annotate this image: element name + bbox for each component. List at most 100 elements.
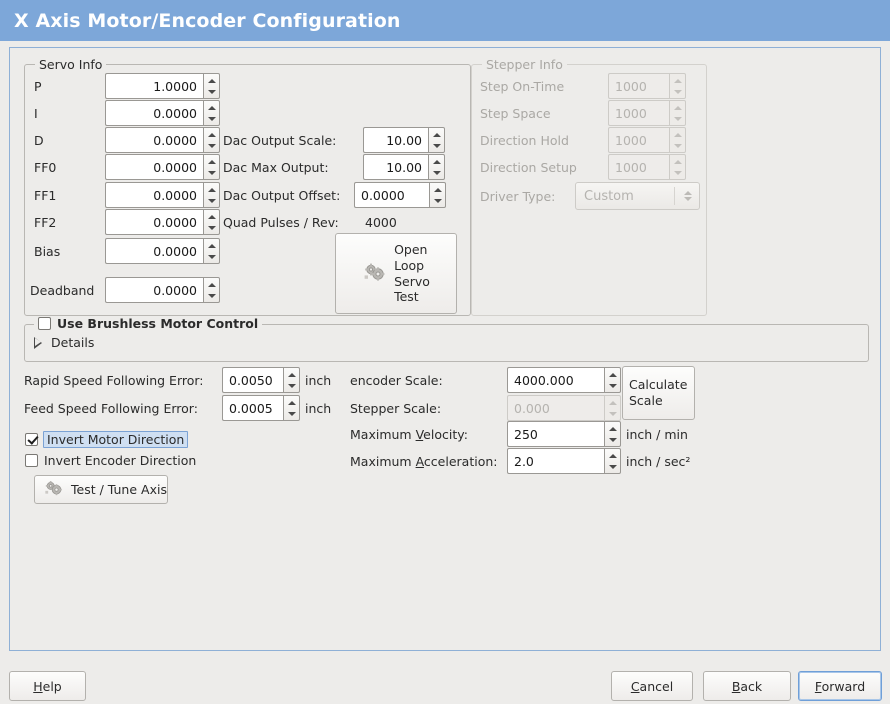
spin-up-icon[interactable]	[207, 78, 216, 83]
spin-down-icon[interactable]	[207, 293, 216, 298]
dac-output-offset-stepper[interactable]	[429, 182, 446, 208]
spin-down-icon[interactable]	[673, 89, 682, 94]
maximum-velocity-input[interactable]: 250	[507, 421, 621, 447]
help-button[interactable]: Help	[9, 671, 86, 701]
spin-down-icon[interactable]	[207, 170, 216, 175]
checkbox-box[interactable]	[25, 433, 38, 446]
spin-down-icon[interactable]	[207, 225, 216, 230]
direction-setup-value[interactable]: 1000	[608, 154, 669, 180]
servo-input-ff1-stepper[interactable]	[203, 182, 220, 208]
maximum-acceleration-input[interactable]: 2.0	[507, 448, 621, 474]
dac-max-output-input[interactable]: 10.00	[363, 154, 445, 180]
spin-down-icon[interactable]	[608, 383, 617, 388]
step-on-time-value[interactable]: 1000	[608, 73, 669, 99]
spin-up-icon[interactable]	[207, 187, 216, 192]
servo-input-deadband[interactable]: 0.0000	[105, 277, 220, 303]
spin-up-icon[interactable]	[432, 159, 441, 164]
spin-down-icon[interactable]	[673, 170, 682, 175]
spin-up-icon[interactable]	[287, 372, 296, 377]
open-loop-servo-test-button[interactable]: Open Loop Servo Test	[335, 233, 457, 314]
servo-input-bias-value[interactable]: 0.0000	[105, 238, 203, 264]
spin-up-icon[interactable]	[673, 78, 682, 83]
spin-up-icon[interactable]	[608, 453, 617, 458]
encoder-scale-value[interactable]: 4000.000	[507, 367, 604, 393]
encoder-scale-input[interactable]: 4000.000	[507, 367, 621, 393]
maximum-acceleration-stepper[interactable]	[604, 448, 621, 474]
stepper-scale-value[interactable]: 0.000	[507, 395, 604, 421]
spin-up-icon[interactable]	[433, 187, 442, 192]
driver-type-select[interactable]: Custom	[575, 182, 700, 210]
spin-up-icon[interactable]	[673, 159, 682, 164]
maximum-acceleration-value[interactable]: 2.0	[507, 448, 604, 474]
dac-max-output-value[interactable]: 10.00	[363, 154, 428, 180]
servo-input-i[interactable]: 0.0000	[105, 100, 220, 126]
spin-down-icon[interactable]	[608, 437, 617, 442]
checkbox-box[interactable]	[38, 317, 51, 330]
servo-input-ff0-stepper[interactable]	[203, 154, 220, 180]
servo-input-ff0[interactable]: 0.0000	[105, 154, 220, 180]
spin-up-icon[interactable]	[673, 105, 682, 110]
spin-up-icon[interactable]	[207, 159, 216, 164]
spin-down-icon[interactable]	[207, 198, 216, 203]
chevron-right-icon[interactable]	[34, 336, 43, 349]
dac-output-offset-input[interactable]: 0.0000	[354, 182, 446, 208]
spin-up-icon[interactable]	[608, 372, 617, 377]
dac-max-output-stepper[interactable]	[428, 154, 445, 180]
servo-input-p-stepper[interactable]	[203, 73, 220, 99]
spin-down-icon[interactable]	[207, 254, 216, 259]
servo-input-ff1[interactable]: 0.0000	[105, 182, 220, 208]
spin-down-icon[interactable]	[673, 143, 682, 148]
spin-down-icon[interactable]	[287, 411, 296, 416]
servo-input-deadband-stepper[interactable]	[203, 277, 220, 303]
spin-up-icon[interactable]	[287, 400, 296, 405]
rapid-following-error-value[interactable]: 0.0050	[222, 367, 283, 393]
direction-hold-value[interactable]: 1000	[608, 127, 669, 153]
spin-up-icon[interactable]	[608, 426, 617, 431]
calculate-scale-button[interactable]: Calculate Scale	[622, 366, 695, 420]
step-on-time-input[interactable]: 1000	[608, 73, 686, 99]
stepper-scale-input[interactable]: 0.000	[507, 395, 621, 421]
use-brushless-motor-control-checkbox[interactable]: Use Brushless Motor Control	[34, 316, 263, 331]
servo-input-ff2[interactable]: 0.0000	[105, 209, 220, 235]
spin-down-icon[interactable]	[608, 411, 617, 416]
servo-input-ff2-value[interactable]: 0.0000	[105, 209, 203, 235]
maximum-velocity-stepper[interactable]	[604, 421, 621, 447]
stepper-scale-stepper[interactable]	[604, 395, 621, 421]
spin-down-icon[interactable]	[207, 116, 216, 121]
servo-input-ff2-stepper[interactable]	[203, 209, 220, 235]
rapid-following-error-stepper[interactable]	[283, 367, 300, 393]
dac-output-offset-value[interactable]: 0.0000	[354, 182, 429, 208]
checkbox-box[interactable]	[25, 454, 38, 467]
spin-down-icon[interactable]	[432, 143, 441, 148]
test-tune-axis-button[interactable]: Test / Tune Axis	[34, 475, 168, 504]
details-expander[interactable]: Details	[34, 335, 94, 350]
spin-down-icon[interactable]	[207, 143, 216, 148]
direction-setup-stepper[interactable]	[669, 154, 686, 180]
servo-input-p[interactable]: 1.0000	[105, 73, 220, 99]
spin-up-icon[interactable]	[207, 132, 216, 137]
spin-up-icon[interactable]	[207, 243, 216, 248]
feed-following-error-input[interactable]: 0.0005	[222, 395, 300, 421]
servo-input-bias[interactable]: 0.0000	[105, 238, 220, 264]
spin-down-icon[interactable]	[432, 170, 441, 175]
servo-input-deadband-value[interactable]: 0.0000	[105, 277, 203, 303]
spin-down-icon[interactable]	[608, 464, 617, 469]
servo-input-d[interactable]: 0.0000	[105, 127, 220, 153]
spin-up-icon[interactable]	[207, 214, 216, 219]
spin-down-icon[interactable]	[207, 89, 216, 94]
dac-output-scale-value[interactable]: 10.00	[363, 127, 428, 153]
servo-input-p-value[interactable]: 1.0000	[105, 73, 203, 99]
cancel-button[interactable]: Cancel	[611, 671, 693, 701]
dac-output-scale-stepper[interactable]	[428, 127, 445, 153]
spin-up-icon[interactable]	[432, 132, 441, 137]
back-button[interactable]: Back	[703, 671, 791, 701]
direction-hold-input[interactable]: 1000	[608, 127, 686, 153]
servo-input-d-value[interactable]: 0.0000	[105, 127, 203, 153]
spin-up-icon[interactable]	[673, 132, 682, 137]
servo-input-ff1-value[interactable]: 0.0000	[105, 182, 203, 208]
spin-down-icon[interactable]	[673, 116, 682, 121]
invert-motor-direction-checkbox[interactable]: Invert Motor Direction	[25, 431, 189, 448]
direction-setup-input[interactable]: 1000	[608, 154, 686, 180]
servo-input-i-value[interactable]: 0.0000	[105, 100, 203, 126]
spin-down-icon[interactable]	[433, 198, 442, 203]
